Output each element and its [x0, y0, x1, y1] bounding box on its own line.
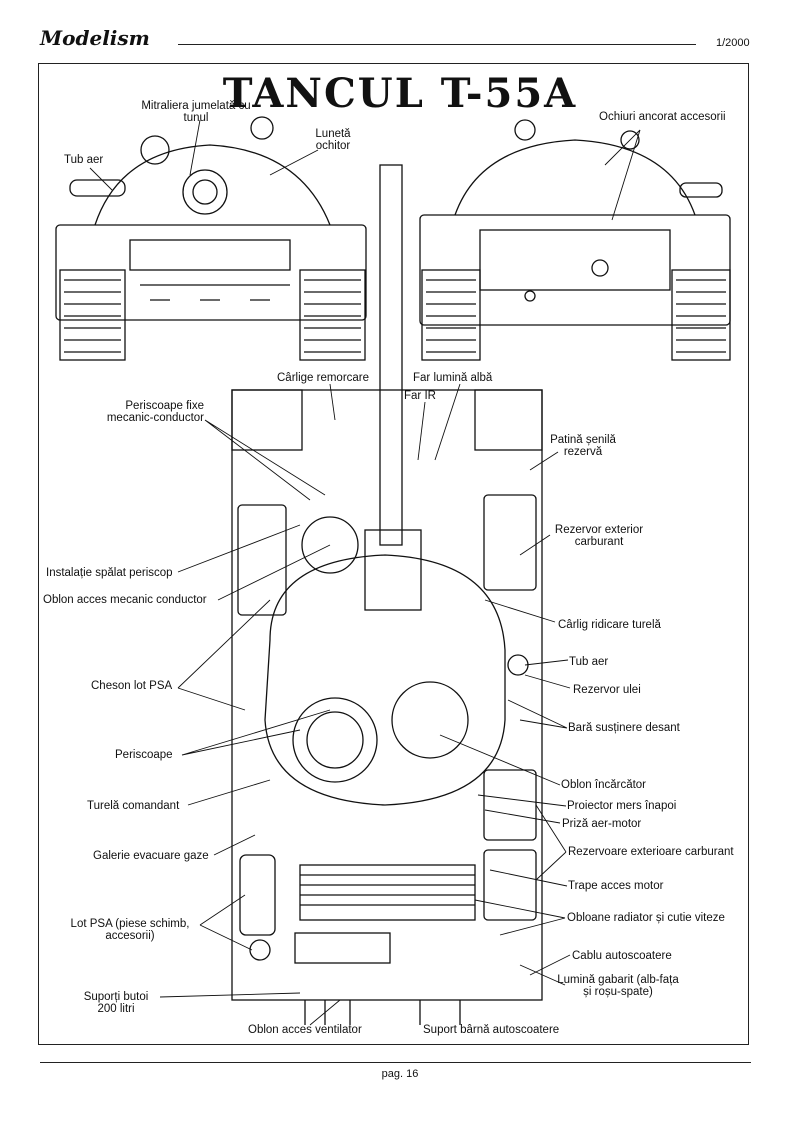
label-suporti-butoi: Suporți butoi 200 litri: [83, 991, 149, 1015]
label-instalatie: Instalație spălat periscop: [46, 567, 173, 579]
label-cablu: Cablu autoscoatere: [572, 950, 672, 962]
page-frame: [38, 63, 749, 1045]
issue-number: 1/2000: [716, 37, 750, 49]
label-ochiuri: Ochiuri ancorat accesorii: [599, 111, 726, 123]
label-oblon-mecanic: Oblon acces mecanic conductor: [43, 594, 207, 606]
leader-lines: [89, 119, 641, 1026]
label-trape: Trape acces motor: [568, 880, 664, 892]
label-mitraliera: Mitraliera jumelată cu tunul: [141, 100, 251, 124]
label-rezervoare-ext: Rezervoare exterioare carburant: [568, 846, 734, 858]
magazine-logo: Modelism: [40, 26, 150, 50]
label-obloane-radiator: Obloane radiator și cutie viteze: [567, 912, 725, 924]
label-far-alb: Far lumină albă: [413, 372, 493, 384]
gun-barrel: [379, 164, 403, 546]
label-patina: Patină șenilă rezervă: [550, 434, 616, 458]
label-luneta: Lunetă ochitor: [315, 128, 351, 152]
header-rule: [178, 44, 696, 45]
label-oblon-ventilator: Oblon acces ventilator: [248, 1024, 362, 1036]
label-rezervor-ulei: Rezervor ulei: [573, 684, 641, 696]
label-periscoape-fixe: Periscoape fixe mecanic-conductor: [106, 400, 204, 424]
label-far-ir: Far IR: [404, 390, 436, 402]
label-carlige: Cârlige remorcare: [277, 372, 370, 384]
label-suport-bara: Suport bârnă autoscoatere: [423, 1024, 560, 1036]
tank-rear-view: [419, 119, 731, 361]
tank-top-view: [231, 389, 543, 1025]
label-oblon-incarcator: Oblon încărcător: [561, 779, 647, 791]
label-tub-aer-front: Tub aer: [64, 154, 104, 166]
label-periscoape: Periscoape: [115, 749, 173, 761]
label-galerie: Galerie evacuare gaze: [93, 850, 209, 862]
label-cheson: Cheson lot PSA: [91, 680, 173, 692]
tank-front-view: [55, 116, 367, 361]
label-lumina-gabarit: Lumină gabarit (alb-fața și roșu-spate): [557, 974, 679, 998]
label-proiector: Proiector mers înapoi: [567, 800, 677, 812]
footer-rule: [40, 1062, 751, 1063]
page-title: TANCUL T-55A: [222, 70, 578, 117]
label-turela-comandant: Turelă comandant: [87, 800, 180, 812]
label-carlig-ridicare: Cârlig ridicare turelă: [558, 619, 661, 631]
page-number: pag. 16: [381, 1068, 419, 1080]
label-priza: Priză aer-motor: [562, 818, 642, 830]
label-bara-desant: Bară susținere desant: [568, 722, 680, 734]
label-tub-aer: Tub aer: [569, 656, 609, 668]
label-lot-psa: Lot PSA (piese schimb, accesorii): [70, 918, 190, 942]
label-rezervor-ext: Rezervor exterior carburant: [554, 524, 644, 548]
